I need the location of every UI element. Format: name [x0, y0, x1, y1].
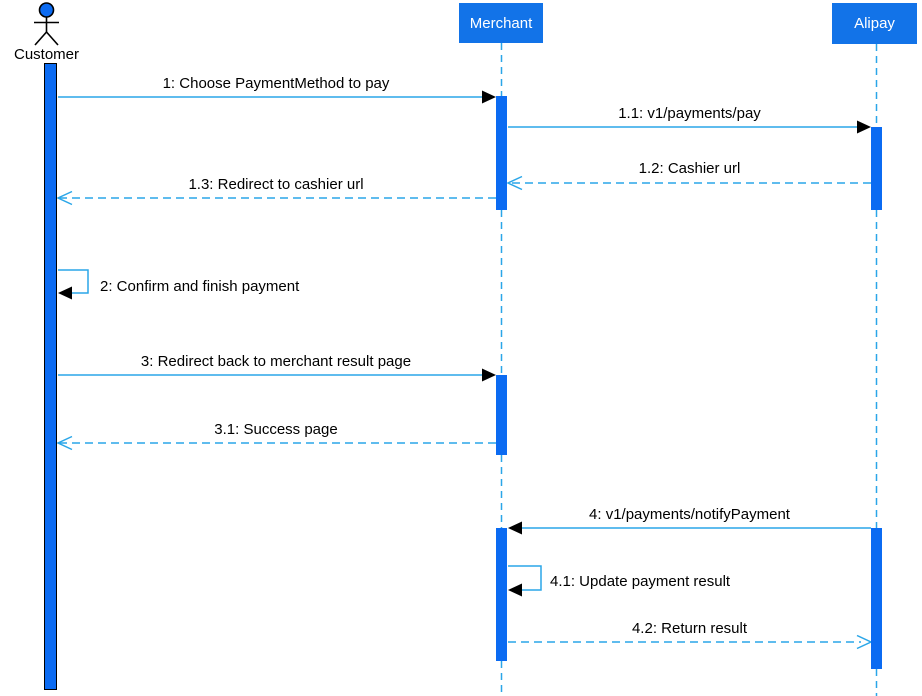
message-4-2-label: 4.2: Return result [631, 620, 748, 637]
activation-merchant-2 [496, 375, 507, 455]
message-1-arrow [58, 90, 496, 104]
message-1-2-arrow [506, 175, 871, 191]
message-1-2-label: 1.2: Cashier url [638, 160, 741, 177]
message-4-1-label: 4.1: Update payment result [550, 573, 731, 590]
message-3-label: 3: Redirect back to merchant result page [140, 353, 412, 370]
message-3-1-arrow [56, 435, 496, 451]
participant-merchant-label: Merchant [469, 14, 533, 32]
message-4-1-self-arrow [508, 565, 542, 597]
message-4-arrow [508, 521, 871, 535]
participant-merchant-box: Merchant [459, 3, 543, 43]
message-4-label: 4: v1/payments/notifyPayment [589, 506, 790, 523]
message-2-label: 2: Confirm and finish payment [100, 278, 300, 295]
message-3-arrow [58, 368, 496, 382]
customer-actor-icon [34, 2, 59, 46]
activation-merchant-3 [496, 528, 507, 661]
message-1-1-arrow [508, 120, 871, 134]
participant-customer-label: Customer [13, 46, 80, 63]
message-3-1-label: 3.1: Success page [214, 421, 338, 438]
participant-alipay-box: Alipay [832, 3, 917, 44]
message-2-self-arrow [58, 269, 89, 300]
message-1-3-label: 1.3: Redirect to cashier url [188, 176, 364, 193]
participant-alipay-label: Alipay [854, 15, 895, 32]
activation-customer [44, 63, 57, 690]
message-1-3-arrow [56, 190, 496, 206]
message-1-1-label: 1.1: v1/payments/pay [618, 105, 761, 122]
message-1-label: 1: Choose PaymentMethod to pay [162, 75, 390, 92]
activation-alipay-1 [871, 127, 882, 210]
activation-alipay-2 [871, 528, 882, 669]
activation-merchant-1 [496, 96, 507, 210]
